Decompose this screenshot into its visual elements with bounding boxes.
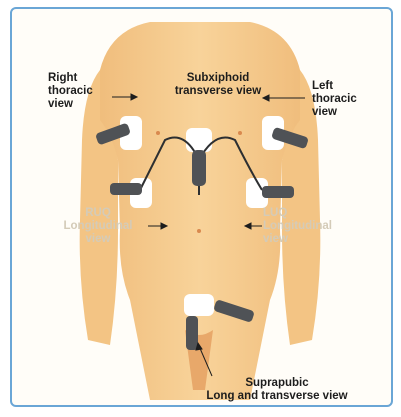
probe-subxiphoid: [192, 150, 206, 186]
nipple-right: [156, 131, 160, 135]
nipple-left: [238, 131, 242, 135]
probe-luq: [262, 186, 294, 198]
label-left-thoracic: Left thoracic view: [312, 80, 357, 119]
label-ruq: RUQ Longitudinal view: [48, 207, 148, 246]
navel: [197, 229, 201, 233]
label-suprapubic: Suprapubic Long and transverse view: [192, 377, 362, 403]
label-luq: LUQ Longitudinal view: [263, 207, 332, 246]
probe-ruq: [110, 183, 142, 195]
label-right-thoracic: Right thoracic view: [48, 72, 93, 111]
gel-subxiphoid: [186, 128, 212, 152]
probe-suprapubic-2: [186, 316, 198, 350]
gel-suprapubic: [184, 294, 214, 316]
label-subxiphoid: Subxiphoid transverse view: [168, 72, 268, 98]
